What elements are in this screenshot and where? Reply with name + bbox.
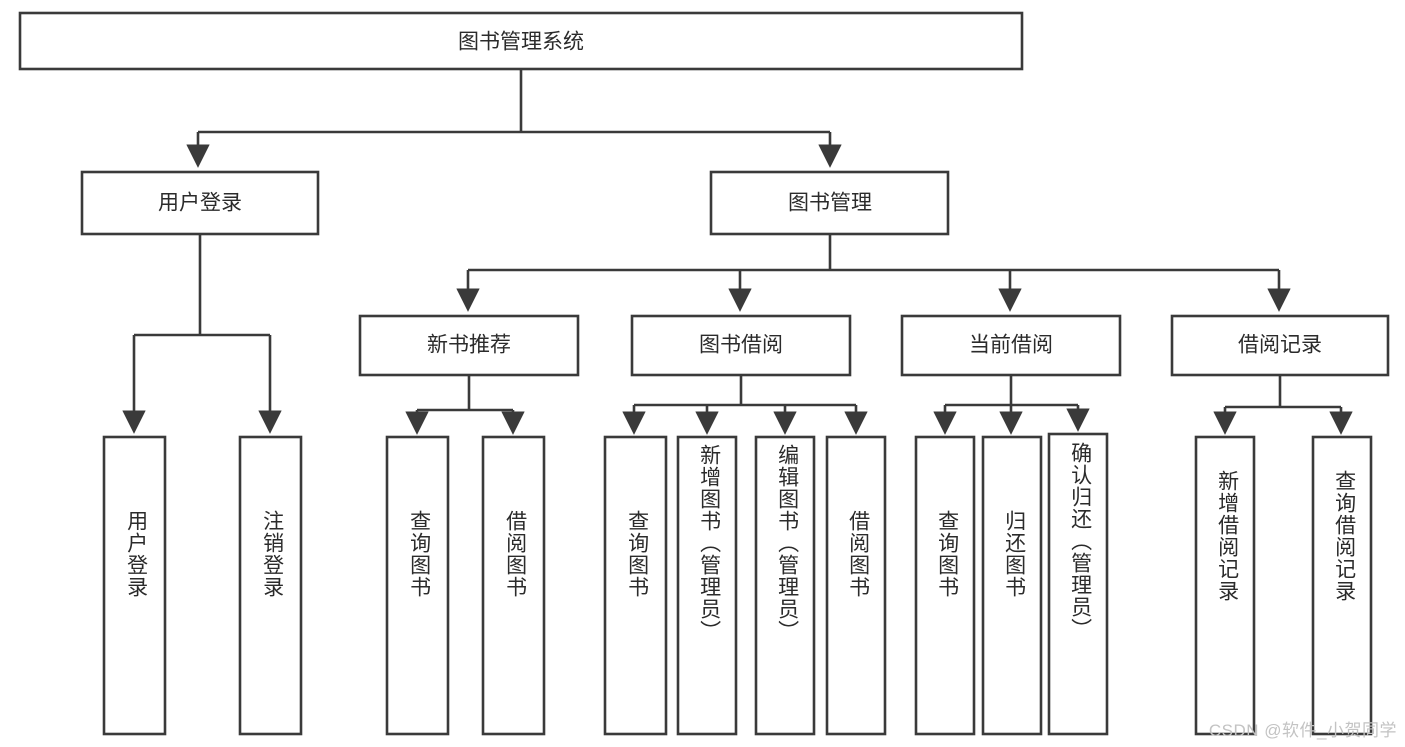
leaf-box-add-record[interactable] [1194, 435, 1256, 736]
current-borrow-label: 当前借阅 [969, 334, 1053, 357]
leaf-box-borrow-book-1[interactable] [481, 435, 546, 736]
leaf-box-user-login[interactable] [102, 435, 167, 736]
leaf-box-query-record[interactable] [1311, 435, 1373, 736]
book-manage-box[interactable] [709, 170, 950, 236]
watermark-text: CSDN @软件_小贺同学 [1208, 721, 1397, 740]
node-user-login[interactable]: 用户登录 [80, 170, 320, 236]
node-book-borrow[interactable]: 图书借阅 [630, 314, 852, 377]
book-borrow-label: 图书借阅 [699, 334, 783, 357]
current-borrow-box[interactable] [900, 314, 1122, 377]
book-borrow-box[interactable] [630, 314, 852, 377]
node-new-book-recommend[interactable]: 新书推荐 [358, 314, 580, 377]
borrow-record-box[interactable] [1170, 314, 1390, 377]
leaf-box-query-book-3[interactable] [914, 435, 976, 736]
book-manage-label: 图书管理 [788, 192, 872, 215]
leaf-box-borrow-book-2[interactable] [825, 435, 887, 736]
node-book-manage[interactable]: 图书管理 [709, 170, 950, 236]
new-book-recommend-label: 新书推荐 [427, 334, 511, 357]
node-root[interactable]: 图书管理系统 [18, 11, 1024, 71]
root-box[interactable] [18, 11, 1024, 71]
leaf-box-edit-book[interactable] [754, 435, 816, 736]
leaf-box-query-book-2[interactable] [603, 435, 668, 736]
leaf-box-logout-login[interactable] [238, 435, 303, 736]
user-login-label: 用户登录 [158, 192, 242, 215]
leaf-box-query-book-1[interactable] [385, 435, 450, 736]
leaf-box-return-book[interactable] [981, 435, 1043, 736]
leaf-box-confirm-return[interactable] [1047, 432, 1109, 736]
node-current-borrow[interactable]: 当前借阅 [900, 314, 1122, 377]
borrow-record-label: 借阅记录 [1238, 334, 1322, 357]
new-book-recommend-box[interactable] [358, 314, 580, 377]
leaf-box-add-book[interactable] [676, 435, 738, 736]
node-borrow-record[interactable]: 借阅记录 [1170, 314, 1390, 377]
root-label: 图书管理系统 [458, 31, 584, 54]
